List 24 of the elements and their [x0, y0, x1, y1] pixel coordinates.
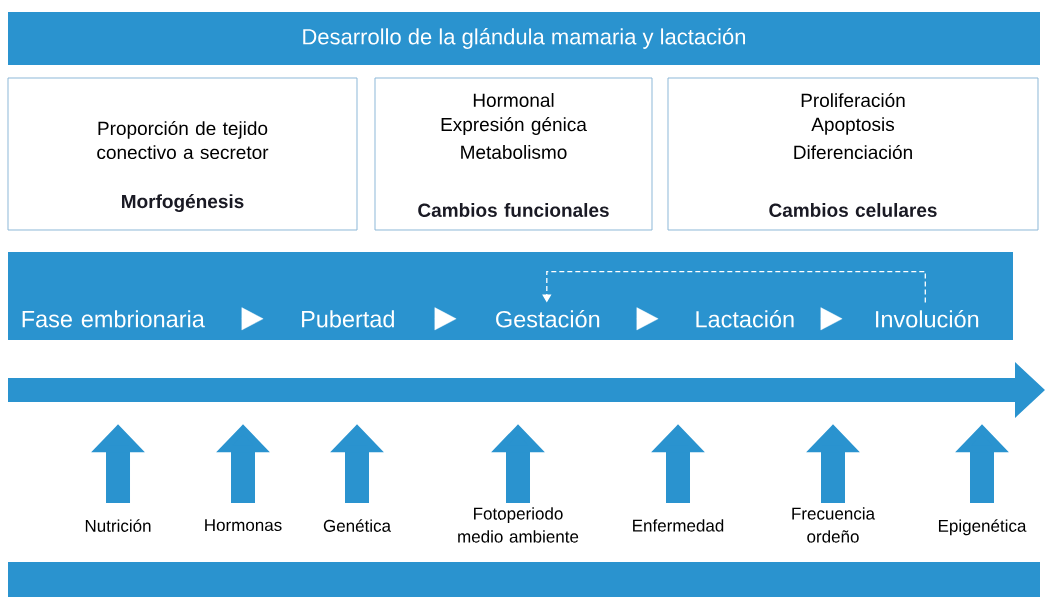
text-box: Proliferación Apoptosis Diferenciación Cambios celulares — [667, 77, 1039, 231]
chevron — [820, 307, 843, 331]
timeline-arrow — [8, 362, 1045, 418]
chevron — [636, 307, 659, 331]
factor-label: Hormonas — [205, 519, 282, 532]
title-band: Desarrollo de la glándula mamaria y lactación — [8, 12, 1040, 65]
factor-label: Frecuencia ordeño — [792, 507, 876, 543]
factor-label: Enfermedad — [633, 519, 724, 532]
text-box: Proporción de tejido conectivo a secretor Morfogénesis — [7, 77, 358, 231]
stage-label: Pubertad — [302, 310, 394, 328]
factor-label: Epigenética — [938, 519, 1027, 536]
stage-label: Gestación — [496, 310, 600, 328]
factor-label: Nutrición — [85, 519, 151, 532]
dashed-arrow — [542, 270, 926, 304]
stage-label: Lactación — [696, 310, 794, 328]
chevron — [434, 307, 457, 331]
factor-label: Genética — [323, 519, 392, 532]
text-box: Hormonal Expresión génica Metabolismo Cambios funcionales — [374, 77, 653, 231]
band — [8, 252, 1013, 340]
band — [8, 562, 1040, 597]
chevron — [241, 307, 264, 331]
factor-label: Fotoperiodo medio ambiente — [458, 507, 579, 543]
stage-label: Involución — [876, 310, 979, 328]
stage-label: Fase embrionaria — [22, 310, 205, 328]
